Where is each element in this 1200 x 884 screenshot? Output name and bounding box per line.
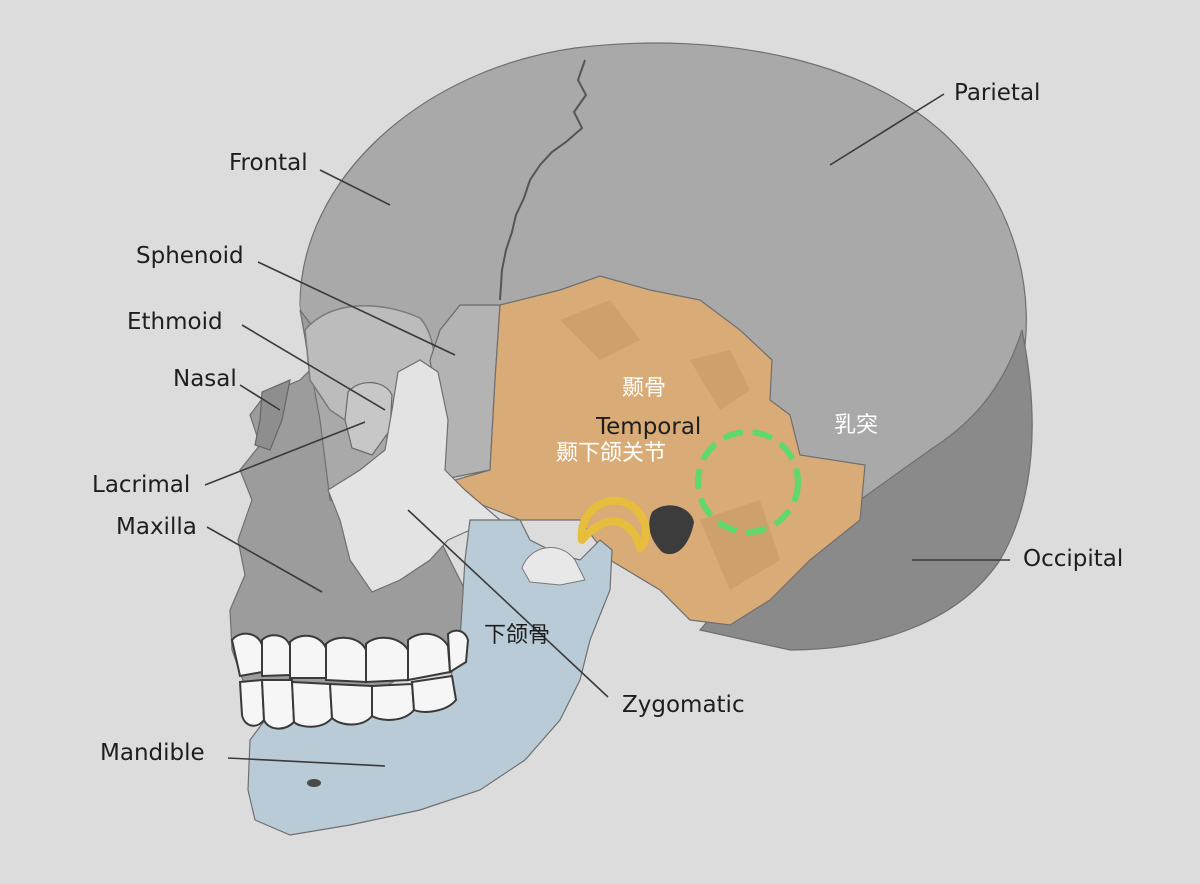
- temporal-shading: [560, 300, 780, 590]
- label-ethmoid: Ethmoid: [127, 309, 223, 335]
- label-maxilla: Maxilla: [116, 514, 197, 540]
- mandibular-notch: [521, 547, 586, 586]
- lacrimal-ethmoid-bones: [344, 382, 393, 456]
- coronal-suture: [499, 59, 588, 301]
- nasal-bone: [254, 378, 291, 451]
- label-nasal: Nasal: [173, 366, 237, 392]
- annotation-mastoid-cn: 乳突: [834, 413, 878, 438]
- annotation-mandible-cn: 下颌骨: [484, 623, 550, 648]
- tmj-ring: [577, 496, 650, 552]
- mastoid-ring: [695, 429, 801, 535]
- zygomatic-bone: [327, 359, 502, 593]
- label-occipital: Occipital: [1023, 546, 1123, 572]
- annotation-tmj-cn: 颞下颌关节: [556, 441, 666, 466]
- mental-foramen: [307, 779, 321, 787]
- upper-teeth: [230, 629, 470, 684]
- label-mandible: Mandible: [100, 740, 205, 766]
- label-zygomatic: Zygomatic: [622, 692, 745, 718]
- label-parietal: Parietal: [954, 80, 1040, 106]
- leader-lines: [204, 93, 1010, 767]
- label-frontal: Frontal: [229, 150, 308, 176]
- label-sphenoid: Sphenoid: [136, 243, 244, 269]
- label-temporal: Temporal: [595, 414, 701, 440]
- label-lacrimal: Lacrimal: [92, 472, 190, 498]
- frontal-bone: [300, 60, 575, 350]
- lower-teeth: [238, 674, 458, 730]
- annotation-temporal-cn: 颞骨: [622, 376, 666, 401]
- ear-canal: [649, 505, 694, 555]
